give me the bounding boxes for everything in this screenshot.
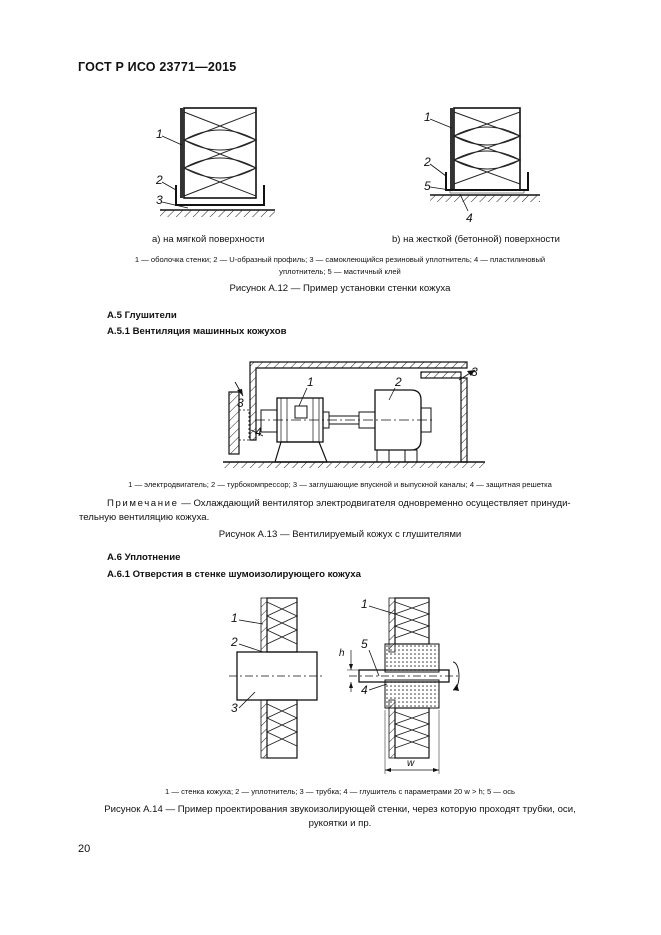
fig13-note-label: Примечание bbox=[107, 498, 179, 509]
fig12a-label-1: 1 bbox=[156, 127, 163, 141]
fig14-title: Рисунок А.14 — Пример проектирования зву… bbox=[70, 803, 610, 831]
fig13-label-2: 2 bbox=[394, 375, 402, 389]
document-header: ГОСТ Р ИСО 23771—2015 bbox=[78, 60, 237, 74]
fig14-legend: 1 — стенка кожуха; 2 — уплотнитель; 3 — … bbox=[165, 787, 515, 796]
fig14-dim-w: w bbox=[407, 758, 415, 769]
fig12a-label-3: 3 bbox=[156, 193, 163, 207]
fig12-legend-line2: уплотнитель; 5 — мастичный клей bbox=[279, 267, 401, 276]
fig14-left-view: 1 2 3 bbox=[229, 597, 325, 759]
fig13-label-1: 1 bbox=[307, 375, 314, 389]
section-a6-heading: А.6 Уплотнение bbox=[107, 552, 181, 563]
fig13-label-3-outlet: 3 bbox=[471, 365, 478, 379]
fig14-dim-h: h bbox=[339, 648, 345, 659]
fig13-note-text: — Охлаждающий вентилятор электродвигател… bbox=[178, 498, 571, 509]
fig12-title: Рисунок А.12 — Пример установки стенки к… bbox=[229, 283, 451, 294]
fig12-caption-a: а) на мягкой поверхности bbox=[152, 234, 265, 245]
section-a5-heading: А.5 Глушители bbox=[107, 310, 177, 321]
figure-a12a-panel: 1 2 3 bbox=[155, 107, 275, 217]
figure-a12-drawing: 1 2 3 1 2 5 4 bbox=[155, 107, 540, 225]
fig12-legend-line1: 1 — оболочка стенки; 2 — U-образный проф… bbox=[134, 255, 546, 264]
fig12-legend: 1 — оболочка стенки; 2 — U-образный проф… bbox=[90, 254, 590, 278]
fig13-label-3-inlet: 3 bbox=[237, 396, 244, 410]
fig14-right-view: h w 1 5 4 bbox=[339, 597, 461, 774]
turbocompressor bbox=[358, 389, 432, 463]
fig13-note-continuation: тельную вентиляцию кожуха. bbox=[79, 512, 210, 523]
fig13-label-4: 4 bbox=[255, 425, 262, 439]
fig12b-label-1: 1 bbox=[424, 110, 431, 124]
fig14-left-label-1: 1 bbox=[231, 611, 238, 625]
fig13-title: Рисунок А.13 — Вентилируемый кожух с глу… bbox=[218, 529, 462, 540]
fig14-left-label-3: 3 bbox=[231, 701, 238, 715]
section-a6-1-heading: А.6.1 Отверстия в стенке шумоизолирующег… bbox=[107, 569, 361, 580]
fig13-note: Примечание — Охлаждающий вентилятор элек… bbox=[107, 497, 612, 511]
fig14-title-line1: Рисунок А.14 — Пример проектирования зву… bbox=[104, 804, 576, 815]
fig14-title-line2: рукоятки и пр. bbox=[308, 818, 372, 829]
fig14-left-label-2: 2 bbox=[230, 635, 238, 649]
figure-a12b-panel: 1 2 5 4 bbox=[423, 107, 540, 225]
electric-motor bbox=[260, 397, 330, 463]
fig12a-label-2: 2 bbox=[155, 173, 163, 187]
section-a5-1-heading: А.5.1 Вентиляция машинных кожухов bbox=[107, 326, 287, 337]
fig12b-label-4: 4 bbox=[466, 211, 473, 225]
figure-a13-drawing: 1 2 3 3 4 bbox=[223, 361, 485, 468]
fig13-legend: 1 — электродвигатель; 2 — турбокомпрессо… bbox=[128, 480, 552, 489]
fig14-right-label-4: 4 bbox=[361, 683, 368, 697]
fig12b-label-2: 2 bbox=[423, 155, 431, 169]
fig12-caption-b: b) на жесткой (бетонной) поверхности bbox=[392, 234, 560, 245]
fig14-right-label-1: 1 bbox=[361, 597, 368, 611]
fig12b-label-5: 5 bbox=[424, 179, 431, 193]
page-number: 20 bbox=[78, 843, 91, 855]
figure-a14-drawing: 1 2 3 h w 1 bbox=[229, 597, 461, 774]
fig14-right-label-5: 5 bbox=[361, 637, 368, 651]
